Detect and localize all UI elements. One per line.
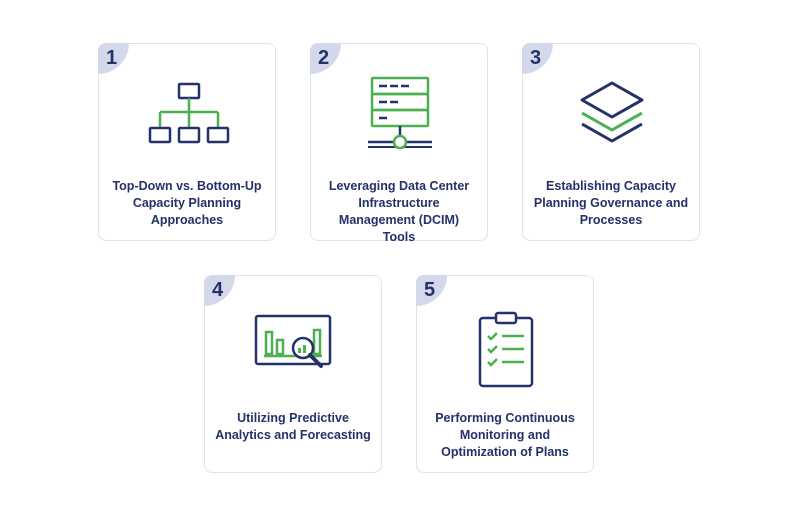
label-line: Analytics and Forecasting (215, 428, 371, 442)
card-label: Leveraging Data Center Infrastructure Ma… (321, 178, 477, 246)
label-line: Processes (579, 213, 643, 227)
card-top-down-bottom-up: 1 Top-Down vs. Bottom-Up Capacity Planni… (98, 43, 276, 241)
card-label: Top-Down vs. Bottom-Up Capacity Planning… (109, 178, 265, 229)
label-line: Planning Governance and (533, 196, 689, 210)
label-line: Leveraging Data Center (328, 179, 470, 193)
label-line: Management (DCIM) Tools (338, 213, 460, 244)
label-line: Infrastructure (358, 196, 440, 210)
label-line: Approaches (150, 213, 224, 227)
analytics-magnifier-icon (254, 314, 332, 368)
step-number-badge: 2 (310, 43, 341, 74)
label-line: Top-Down vs. Bottom-Up (112, 179, 262, 193)
label-line: Optimization of Plans (441, 445, 569, 459)
step-number-badge: 5 (416, 275, 447, 306)
step-number-badge: 4 (204, 275, 235, 306)
label-line: Performing Continuous (435, 411, 575, 425)
card-governance-processes: 3 Establishing Capacity Planning Governa… (522, 43, 700, 241)
card-label: Establishing Capacity Planning Governanc… (533, 178, 689, 229)
label-line: Capacity Planning (132, 196, 242, 210)
clipboard-checklist-icon (478, 311, 534, 388)
label-line: Utilizing Predictive (237, 411, 349, 425)
card-dcim-tools: 2 Leveraging Data Center Infrastructure … (310, 43, 488, 244)
card-label: Performing Continuous Monitoring and Opt… (427, 410, 583, 461)
card-predictive-analytics: 4 Utilizing Predictive Analytics and For… (204, 275, 382, 473)
label-line: Monitoring and (459, 428, 551, 442)
layers-icon (580, 81, 644, 143)
server-rack-icon (368, 76, 432, 150)
step-number-badge: 1 (98, 43, 129, 74)
label-line: Establishing Capacity (546, 179, 676, 193)
card-label: Utilizing Predictive Analytics and Forec… (215, 410, 371, 444)
card-continuous-monitoring: 5 Performing Continuous Monitoring and O… (416, 275, 594, 473)
hierarchy-icon (148, 82, 230, 144)
step-number-badge: 3 (522, 43, 553, 74)
